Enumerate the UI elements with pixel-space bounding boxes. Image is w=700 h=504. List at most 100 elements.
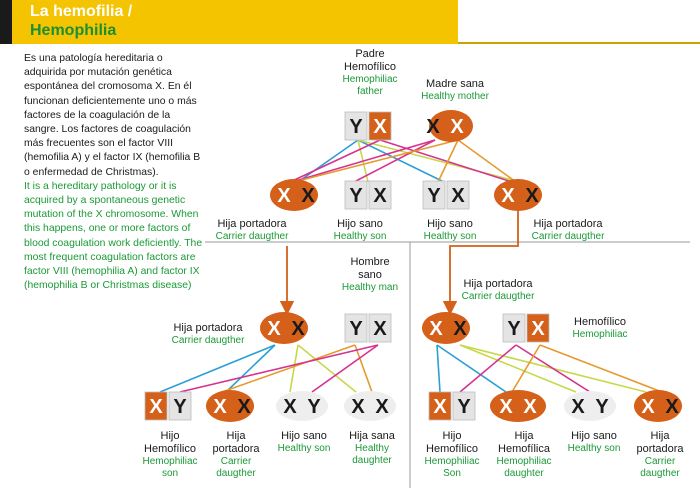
label-hemofilico: Hemofílico Hemophiliac bbox=[560, 316, 640, 341]
label-child-7: Hijo sano Healthy son bbox=[552, 430, 636, 455]
chromosome-oval bbox=[276, 391, 328, 421]
label-text-en: Hemophiliac bbox=[424, 456, 480, 467]
chromosome-oval bbox=[564, 391, 616, 421]
label-text-en: Carrier bbox=[220, 456, 252, 467]
label-text: Hija sana bbox=[349, 430, 395, 442]
connector-line bbox=[459, 344, 517, 393]
label-text-en: Healthy bbox=[355, 443, 389, 454]
connector-line bbox=[354, 344, 373, 393]
chromosome-box bbox=[422, 180, 446, 210]
chromosome-letter: X bbox=[501, 185, 515, 207]
connector-line bbox=[225, 344, 276, 393]
label-text: sano bbox=[358, 269, 382, 281]
label-text-en: father bbox=[357, 86, 383, 97]
chromosome-letter: X bbox=[453, 318, 467, 340]
label-text: Hijo sano bbox=[571, 430, 617, 442]
label-text: Hijo sano bbox=[337, 218, 383, 230]
chromosome-oval bbox=[344, 391, 396, 421]
chromosome-letter: X bbox=[433, 396, 447, 418]
label-gen1-3: Hijo sano Healthy son bbox=[410, 218, 490, 243]
connector-line bbox=[459, 344, 577, 393]
label-text: portadora bbox=[636, 443, 684, 455]
chromosome-letter: X bbox=[267, 318, 281, 340]
label-child-1: Hijo Hemofílico Hemophiliac son bbox=[130, 430, 210, 480]
label-child-6: Hija Hemofílica Hemophiliac daughter bbox=[484, 430, 564, 480]
label-text-en: Carrier bbox=[644, 456, 676, 467]
chromosome-letter: X bbox=[373, 116, 387, 138]
label-text-en: Hemophiliac bbox=[496, 456, 552, 467]
label-text: Madre sana bbox=[425, 78, 485, 90]
label-text-en: daugther bbox=[216, 468, 256, 479]
title-accent-bar bbox=[0, 0, 12, 44]
description-spanish: Es una patología hereditaria o adquirida… bbox=[24, 53, 201, 178]
connector-line bbox=[353, 139, 436, 183]
chromosome-letter: Y bbox=[507, 318, 521, 340]
chromosome-letter: X bbox=[499, 396, 513, 418]
connector-line bbox=[511, 344, 541, 393]
label-text: Hija portadora bbox=[217, 218, 287, 230]
label-text-en: Carrier daugther bbox=[461, 291, 535, 302]
chromosome-letter: X bbox=[450, 116, 464, 138]
label-text-en: Son bbox=[443, 468, 461, 479]
label-text: Hija bbox=[514, 430, 534, 442]
chromosome-letter: X bbox=[351, 396, 365, 418]
label-child-8: Hija portadora Carrier daugther bbox=[622, 430, 698, 480]
connector-line bbox=[515, 344, 591, 393]
label-text: Padre bbox=[355, 48, 385, 60]
chromosome-letter: Y bbox=[173, 396, 187, 418]
chromosome-letter: Y bbox=[595, 396, 609, 418]
label-text: Hija bbox=[650, 430, 670, 442]
title-spanish: La hemofilia / bbox=[30, 3, 133, 20]
label-gen1-1: Hija portadora Carrier daugther bbox=[202, 218, 302, 243]
label-text: Hijo sano bbox=[427, 218, 473, 230]
chromosome-box bbox=[368, 313, 392, 343]
connector-line bbox=[297, 139, 359, 183]
label-text-en: Hemophiliac bbox=[572, 329, 628, 340]
label-text-en: daugther bbox=[640, 468, 680, 479]
title-underline bbox=[458, 42, 700, 44]
chromosome-letter: X bbox=[571, 396, 585, 418]
affected-chromosome-oval bbox=[422, 312, 470, 344]
label-text: Hemofílica bbox=[498, 443, 550, 455]
affected-chromosome-oval bbox=[429, 110, 473, 142]
chromosome-letter: X bbox=[525, 185, 539, 207]
label-text-en: Healthy mother bbox=[421, 91, 489, 102]
chromosome-letter: Y bbox=[457, 396, 471, 418]
label-gen1-2: Hijo sano Healthy son bbox=[320, 218, 400, 243]
chromosome-letter: X bbox=[375, 396, 389, 418]
chromosome-letter: X bbox=[237, 396, 251, 418]
label-text: Hombre bbox=[350, 256, 390, 268]
chromosome-box bbox=[502, 313, 526, 343]
connector-line bbox=[539, 344, 663, 393]
connector-line bbox=[357, 139, 445, 183]
connector-line bbox=[297, 344, 357, 393]
connector-line bbox=[293, 139, 459, 183]
label-text-en: Hemophiliac bbox=[142, 456, 198, 467]
affected-chromosome-oval bbox=[634, 390, 682, 422]
affected-chromosome-oval bbox=[270, 179, 318, 211]
chromosome-box bbox=[168, 391, 192, 421]
chromosome-letter: X bbox=[213, 396, 227, 418]
chromosome-box bbox=[428, 391, 452, 421]
chromosome-box bbox=[144, 391, 168, 421]
label-text-en: Carrier daugther bbox=[531, 231, 605, 242]
connector-line bbox=[311, 344, 379, 393]
chromosome-letter: X bbox=[277, 185, 291, 207]
chromosome-box bbox=[446, 180, 470, 210]
chromosome-letter: X bbox=[426, 116, 440, 138]
label-text-en: daughter bbox=[504, 468, 544, 479]
description: Es una patología hereditaria o adquirida… bbox=[24, 52, 206, 293]
